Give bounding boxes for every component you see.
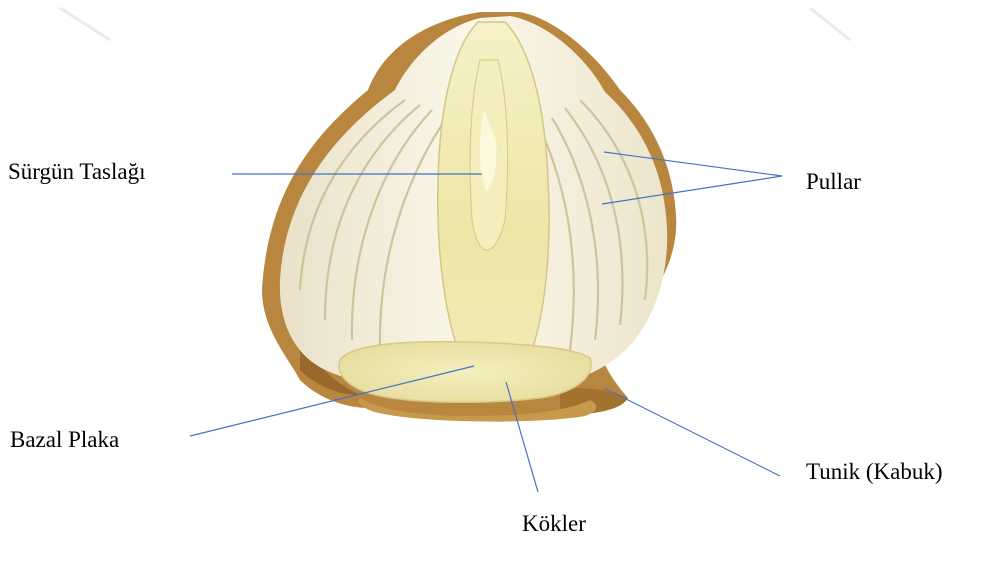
label-surgun-taslagi: Sürgün Taslağı [8, 160, 145, 183]
corner-decoration-right [810, 8, 850, 40]
label-kokler: Kökler [522, 512, 586, 535]
leader-line-tunik [604, 388, 780, 476]
basal-plate [339, 342, 591, 403]
label-bazal-plaka: Bazal Plaka [10, 428, 119, 451]
label-pullar: Pullar [806, 170, 861, 193]
label-tunik-kabuk: Tunik (Kabuk) [806, 460, 943, 483]
corner-decoration-left [60, 8, 110, 40]
